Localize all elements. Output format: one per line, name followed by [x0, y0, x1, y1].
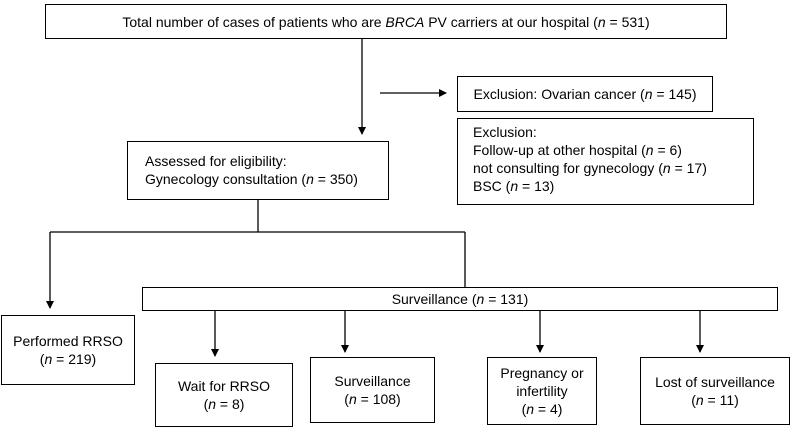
- total-text-brca: BRCA: [385, 13, 425, 30]
- preg-label-1: Pregnancy or: [500, 365, 584, 381]
- wait-count: (n = 8): [203, 396, 245, 412]
- rrso-label: Performed RRSO: [13, 333, 123, 349]
- surv-header-text: Surveillance (: [391, 291, 477, 307]
- preg-label-2: infertility: [516, 383, 568, 399]
- surv-label: Surveillance: [334, 373, 411, 389]
- total-text-post: PV carriers at our hospital (: [424, 13, 598, 30]
- lost-label: Lost of surveillance: [655, 374, 775, 390]
- node-surveillance-header: Surveillance (n = 131): [142, 287, 778, 311]
- node-pregnancy-infertility: Pregnancy or infertility (n = 4): [487, 357, 597, 425]
- node-surveillance: Surveillance (n = 108): [310, 357, 435, 423]
- surv-count: (n = 108): [344, 391, 401, 407]
- rrso-count: (n = 219): [39, 351, 97, 367]
- preg-count: (n = 4): [521, 401, 563, 417]
- excl-other-line-2: not consulting for gynecology (n = 17): [473, 160, 707, 176]
- total-count: = 531): [605, 13, 650, 30]
- assessed-line-1: Assessed for eligibility:: [145, 153, 287, 169]
- excl-other-title: Exclusion:: [473, 124, 537, 140]
- total-n-symbol: n: [597, 13, 606, 30]
- node-assessed-eligibility: Assessed for eligibility: Gynecology con…: [127, 141, 389, 200]
- assessed-line-2: Gynecology consultation (n = 350): [145, 171, 358, 187]
- node-performed-rrso: Performed RRSO (n = 219): [1, 315, 135, 385]
- wait-label: Wait for RRSO: [177, 378, 271, 394]
- excl-other-line-3: BSC (n = 13): [473, 178, 555, 194]
- excl-ovarian-n-symbol: n: [644, 86, 653, 102]
- node-lost-of-surveillance: Lost of surveillance (n = 11): [640, 357, 790, 425]
- excl-ovarian-text: Exclusion: Ovarian cancer (: [473, 86, 645, 102]
- node-exclusion-other: Exclusion: Follow-up at other hospital (…: [457, 118, 754, 205]
- surv-header-count: = 131): [484, 291, 529, 307]
- excl-other-line-1: Follow-up at other hospital (n = 6): [473, 142, 682, 158]
- excl-ovarian-count: = 145): [652, 86, 697, 102]
- lost-count: (n = 11): [691, 392, 739, 408]
- node-total-carriers: Total number of cases of patients who ar…: [45, 4, 727, 39]
- node-exclusion-ovarian: Exclusion: Ovarian cancer (n = 145): [457, 76, 713, 112]
- total-text-pre: Total number of cases of patients who ar…: [122, 13, 386, 30]
- node-wait-for-rrso: Wait for RRSO (n = 8): [155, 363, 293, 427]
